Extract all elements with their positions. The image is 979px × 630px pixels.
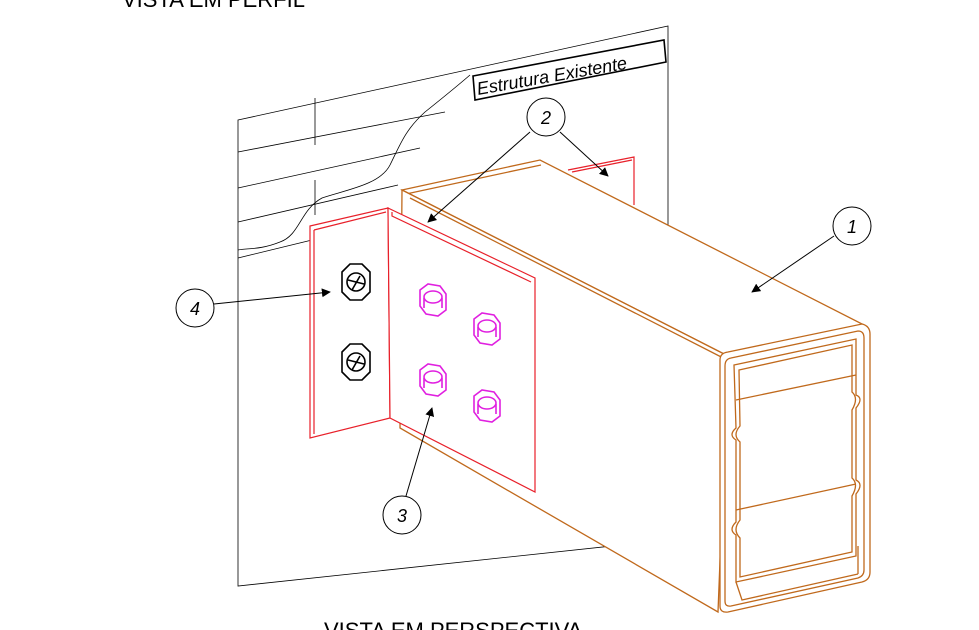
bolt-4 [473,389,501,423]
leader-1 [751,235,835,293]
leader-4 [213,288,331,305]
angle-plate-wall-flange [309,207,391,439]
callout-3: 3 [382,495,422,535]
angle-plate-beam-flange [387,207,536,493]
leader-lines [213,131,835,497]
leader-3 [405,407,435,497]
callout-4: 4 [175,288,215,328]
beam-bolts [419,283,501,423]
leader-2b [559,131,609,177]
perspective-view-title: VISTA EM PERSPECTIVA [324,618,583,630]
anchor-1 [341,263,371,301]
callout-1: 1 [832,206,872,246]
svg-text:1: 1 [847,217,857,237]
wall-anchors [341,263,371,381]
bolt-2 [473,312,501,346]
leader-2a [427,131,531,223]
callout-2: 2 [526,97,566,137]
angle-plate-back [567,156,635,205]
svg-text:3: 3 [397,506,407,526]
top-view-title: VISTA EM PERFIL [122,0,305,12]
bolt-3 [419,363,447,397]
svg-text:4: 4 [190,299,200,319]
bolt-1 [419,283,447,317]
svg-text:2: 2 [540,108,551,128]
anchor-2 [341,343,371,381]
